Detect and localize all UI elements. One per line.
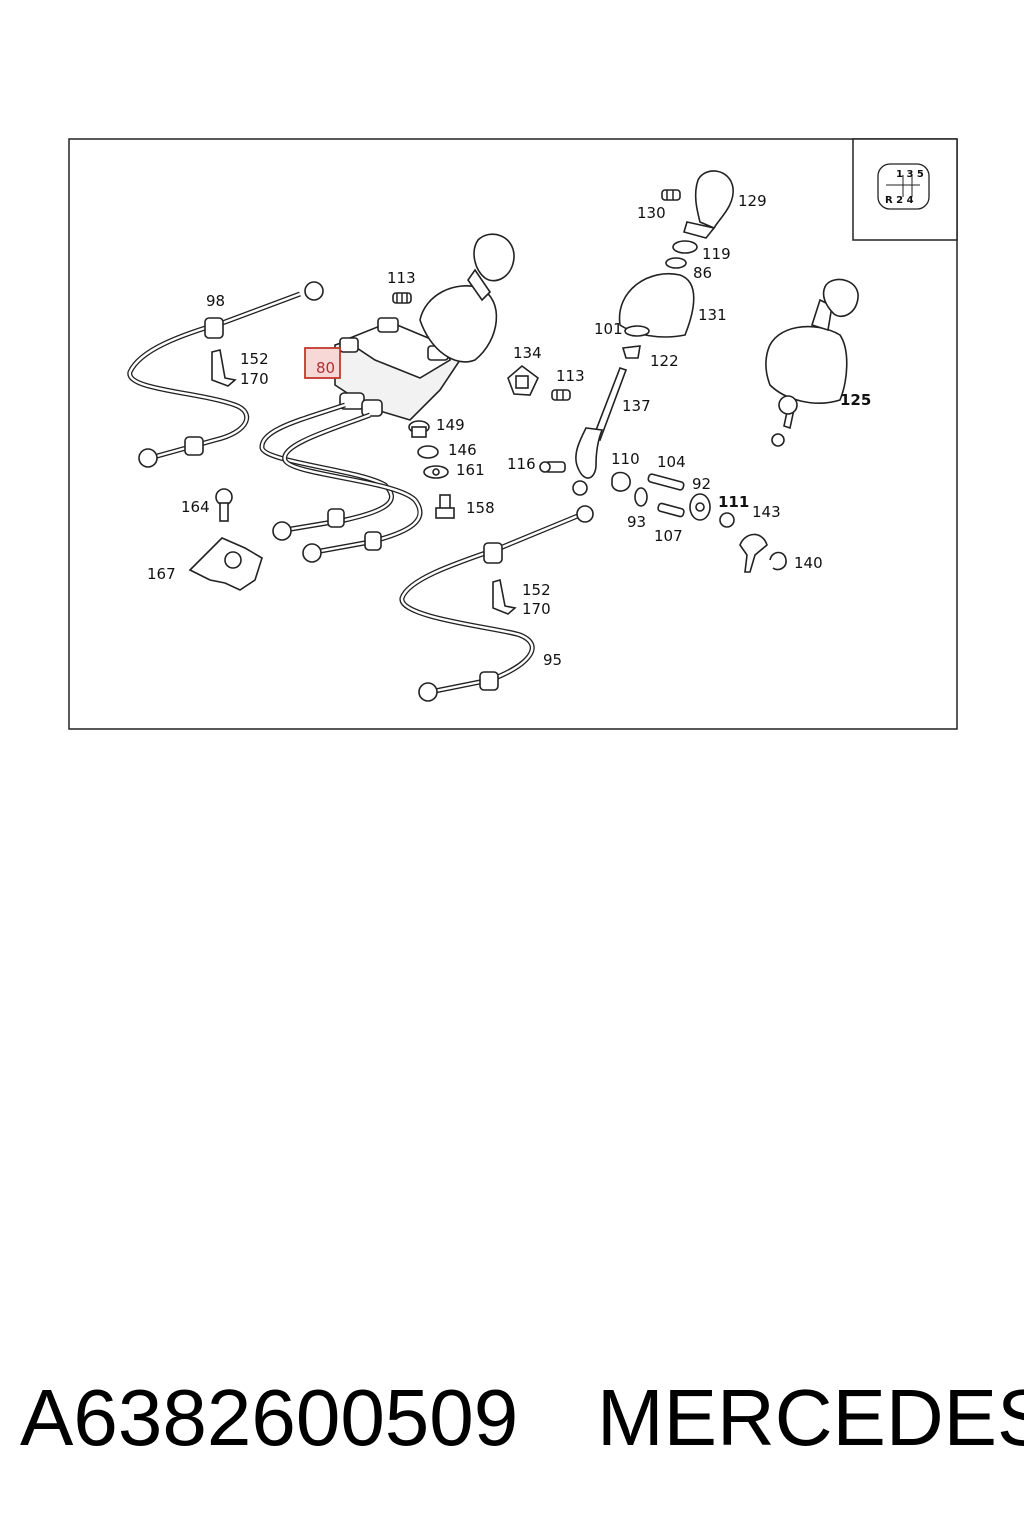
part-number: A6382600509: [20, 1373, 519, 1462]
shift-knob-125: [765, 278, 859, 447]
label-137: 137: [622, 397, 651, 415]
label-158: 158: [466, 499, 495, 517]
label-101: 101: [594, 320, 623, 338]
label-113-top: 113: [387, 269, 416, 287]
label-149: 149: [436, 416, 465, 434]
label-152-bottom: 152: [522, 581, 551, 599]
cable-95: [399, 505, 594, 702]
spring-110: [611, 471, 631, 492]
washer-101: [624, 325, 650, 337]
label-122: 122: [650, 352, 679, 370]
label-104: 104: [657, 453, 686, 471]
label-140: 140: [794, 554, 823, 572]
clip-152-top: [211, 349, 237, 387]
pin-107: [657, 502, 685, 518]
cables-lower-left: [259, 402, 423, 563]
label-164: 164: [181, 498, 210, 516]
label-92: 92: [692, 475, 711, 493]
label-134: 134: [513, 344, 542, 362]
gear-pattern-inset: 1 3 5 R 2 4: [852, 138, 958, 241]
label-161: 161: [456, 461, 485, 479]
diagram-border: [68, 138, 958, 730]
label-86: 86: [693, 264, 712, 282]
boot-131: [618, 272, 695, 338]
bushing-92: [689, 493, 711, 521]
label-110: 110: [611, 450, 640, 468]
bolt-113-top: [392, 292, 412, 304]
washer-111: [719, 512, 735, 528]
label-146: 146: [448, 441, 477, 459]
cable-98: [127, 281, 324, 468]
label-129: 129: [738, 192, 767, 210]
washer-93: [634, 487, 648, 507]
bolt-113-mid: [551, 389, 571, 401]
shifter-housing-80: [334, 233, 515, 421]
label-98: 98: [206, 292, 225, 310]
label-170-top: 170: [240, 370, 269, 388]
parts-diagram: 1 3 5 R 2 4 80: [0, 0, 1024, 760]
pin-104: [647, 473, 685, 491]
label-152-top: 152: [240, 350, 269, 368]
label-113-mid: 113: [556, 367, 585, 385]
label-119: 119: [702, 245, 731, 263]
bolt-130: [661, 189, 681, 201]
boot-134: [507, 364, 540, 396]
label-167: 167: [147, 565, 176, 583]
ring-119: [672, 240, 698, 254]
lever-143: [739, 533, 768, 573]
washers-149-146-161: [408, 420, 455, 519]
gear-pattern-top: 1 3 5: [896, 169, 924, 180]
label-130: 130: [637, 204, 666, 222]
pin-116: [539, 461, 566, 473]
spring-122: [621, 345, 641, 359]
bracket-167: [188, 488, 263, 591]
lever-137: [572, 366, 628, 496]
label-143: 143: [752, 503, 781, 521]
label-80: 80: [316, 359, 335, 377]
label-93: 93: [627, 513, 646, 531]
brand-name: MERCEDES: [597, 1373, 1024, 1462]
label-107: 107: [654, 527, 683, 545]
label-95: 95: [543, 651, 562, 669]
label-131: 131: [698, 306, 727, 324]
label-170-bottom: 170: [522, 600, 551, 618]
gear-pattern-bottom: R 2 4: [885, 195, 914, 206]
label-116: 116: [507, 455, 536, 473]
clip-140: [769, 551, 787, 571]
knob-129: [682, 170, 734, 239]
highlight-box-80[interactable]: 80: [304, 347, 341, 379]
label-125: 125: [840, 391, 871, 409]
ring-86: [665, 257, 687, 269]
clip-152-bottom: [492, 578, 517, 615]
footer: A6382600509 MERCEDES: [0, 1368, 1024, 1478]
label-111: 111: [718, 493, 749, 511]
